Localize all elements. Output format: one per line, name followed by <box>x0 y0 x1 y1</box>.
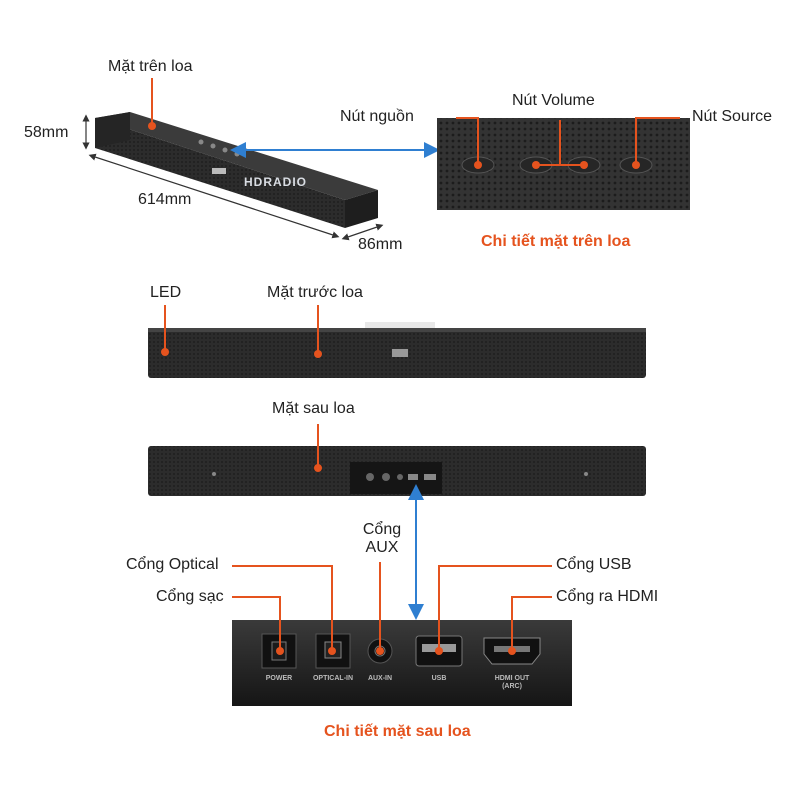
label-volume-button: Nút Volume <box>512 92 595 109</box>
port-label-usb: USB <box>431 675 447 682</box>
port-label-hdmi: HDMI OUT (ARC) <box>494 675 530 690</box>
label-power-button: Nút nguồn <box>340 108 414 125</box>
caption-top-detail: Chi tiết mặt trên loa <box>481 233 631 250</box>
caption-rear-detail: Chi tiết mặt sau loa <box>324 723 471 740</box>
label-rear-view: Mặt sau loa <box>272 400 355 417</box>
front-speaker <box>148 322 646 378</box>
svg-text:−: − <box>531 159 540 172</box>
callout-dot-front <box>314 350 322 358</box>
label-source-button: Nút Source <box>692 108 773 125</box>
label-hdmi-port: Cổng ra HDMI <box>556 588 659 605</box>
port-label-power: POWER <box>265 675 293 682</box>
label-depth-dim: 86mm <box>358 236 403 253</box>
label-front-view: Mặt trước loa <box>267 284 363 301</box>
watermark: HDRADIO <box>244 175 307 189</box>
callout-dot-rear <box>314 464 322 472</box>
rear-speaker <box>148 446 646 496</box>
svg-text:+: + <box>579 159 588 172</box>
label-optical-port: Cổng Optical <box>126 556 219 573</box>
label-aux-port: Cổng AUX <box>362 521 402 556</box>
label-height-dim: 58mm <box>24 124 69 141</box>
top-detail-panel: − + <box>437 118 690 210</box>
callout-dot-led <box>161 348 169 356</box>
label-usb-port: Cổng USB <box>556 556 632 573</box>
label-top-view: Mặt trên loa <box>108 58 193 75</box>
dim-length-line <box>88 153 340 239</box>
rear-detail-panel <box>232 620 572 706</box>
port-label-aux: AUX-IN <box>367 675 393 682</box>
top-speaker-iso <box>95 112 378 228</box>
port-label-optical: OPTICAL-IN <box>312 675 354 682</box>
label-length-dim: 614mm <box>138 191 192 208</box>
label-led: LED <box>150 284 182 301</box>
callout-dot-top <box>148 122 156 130</box>
label-charge-port: Cổng sạc <box>156 588 224 605</box>
